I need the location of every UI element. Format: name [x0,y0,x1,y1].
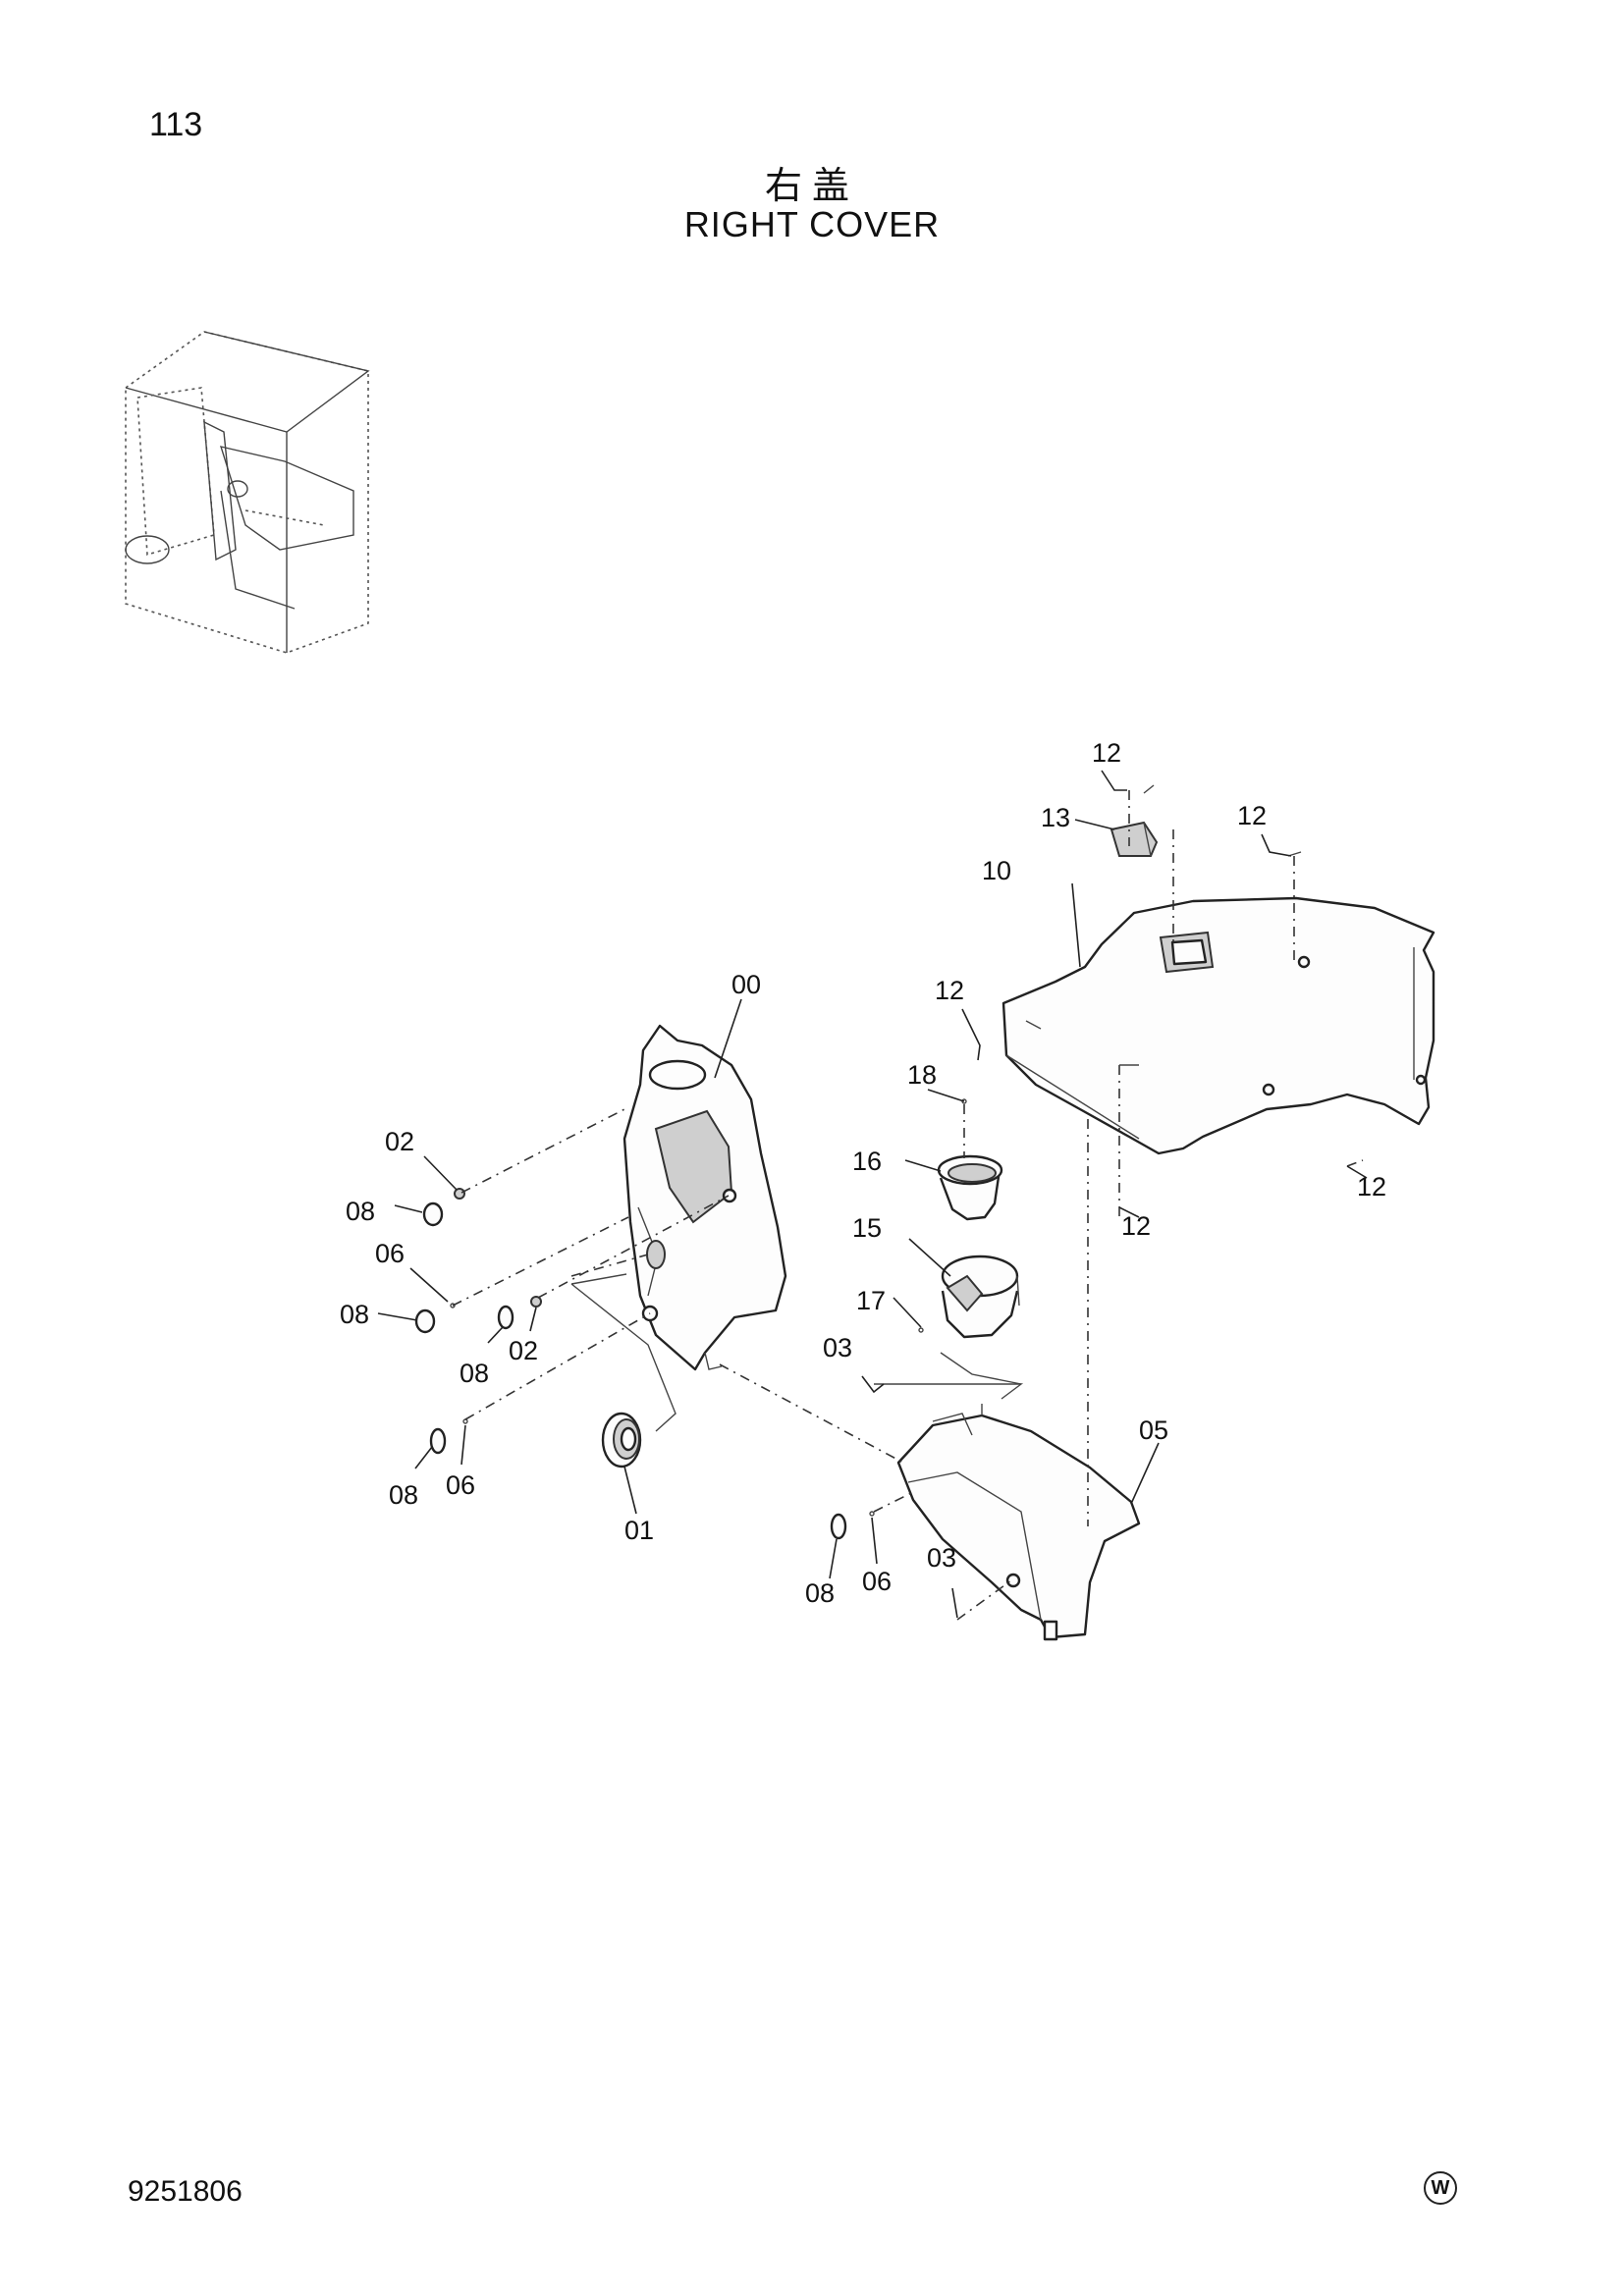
page-number: 113 [149,106,203,143]
leader-lines [377,770,1368,1619]
callout-08: 08 [805,1578,835,1608]
callout-16: 16 [852,1147,882,1176]
bracket-lines [570,784,1302,1436]
callout-02: 02 [385,1127,414,1156]
part-01-grommet [601,1412,642,1468]
part-05-lower-cover [896,1404,1141,1641]
part-00-pillar-cover [623,1024,787,1371]
callout-10: 10 [982,856,1011,885]
callout-00: 00 [731,970,761,999]
document-number: 9251806 [128,2175,243,2208]
title-chinese: 右盖 [764,164,859,207]
callout-12: 12 [1237,801,1267,830]
callout-12: 12 [935,976,964,1005]
callout-02: 02 [509,1336,538,1365]
callout-13: 13 [1041,803,1070,832]
callout-01: 01 [624,1516,654,1545]
assembly-lines [452,790,1364,1621]
callout-03: 03 [823,1333,852,1362]
part-callouts: 00 01 02 02 03 03 05 06 06 06 08 08 08 0… [340,738,1386,1608]
part-10-side-panel [1001,896,1435,1155]
manufacturer-mark: W [1424,2171,1457,2205]
callout-12: 12 [1092,738,1121,768]
callout-06: 06 [446,1470,475,1500]
callout-08: 08 [346,1197,375,1226]
small-hardware [414,1098,967,1540]
callout-03: 03 [927,1543,956,1573]
callout-05: 05 [1139,1415,1168,1445]
part-15-cup-holder [941,1255,1020,1339]
part-13-clip [1110,821,1159,857]
callout-06: 06 [375,1239,405,1268]
callout-12: 12 [1121,1211,1151,1241]
part-16-cup-holder [937,1154,1003,1221]
callout-15: 15 [852,1213,882,1243]
callout-08: 08 [460,1359,489,1388]
callout-08: 08 [389,1480,418,1510]
callout-17: 17 [856,1286,886,1315]
callout-06: 06 [862,1567,892,1596]
callout-08: 08 [340,1300,369,1329]
cab-location-thumbnail [125,331,370,654]
title-english: RIGHT COVER [683,204,941,244]
callout-18: 18 [907,1060,937,1090]
callout-12: 12 [1357,1172,1386,1201]
